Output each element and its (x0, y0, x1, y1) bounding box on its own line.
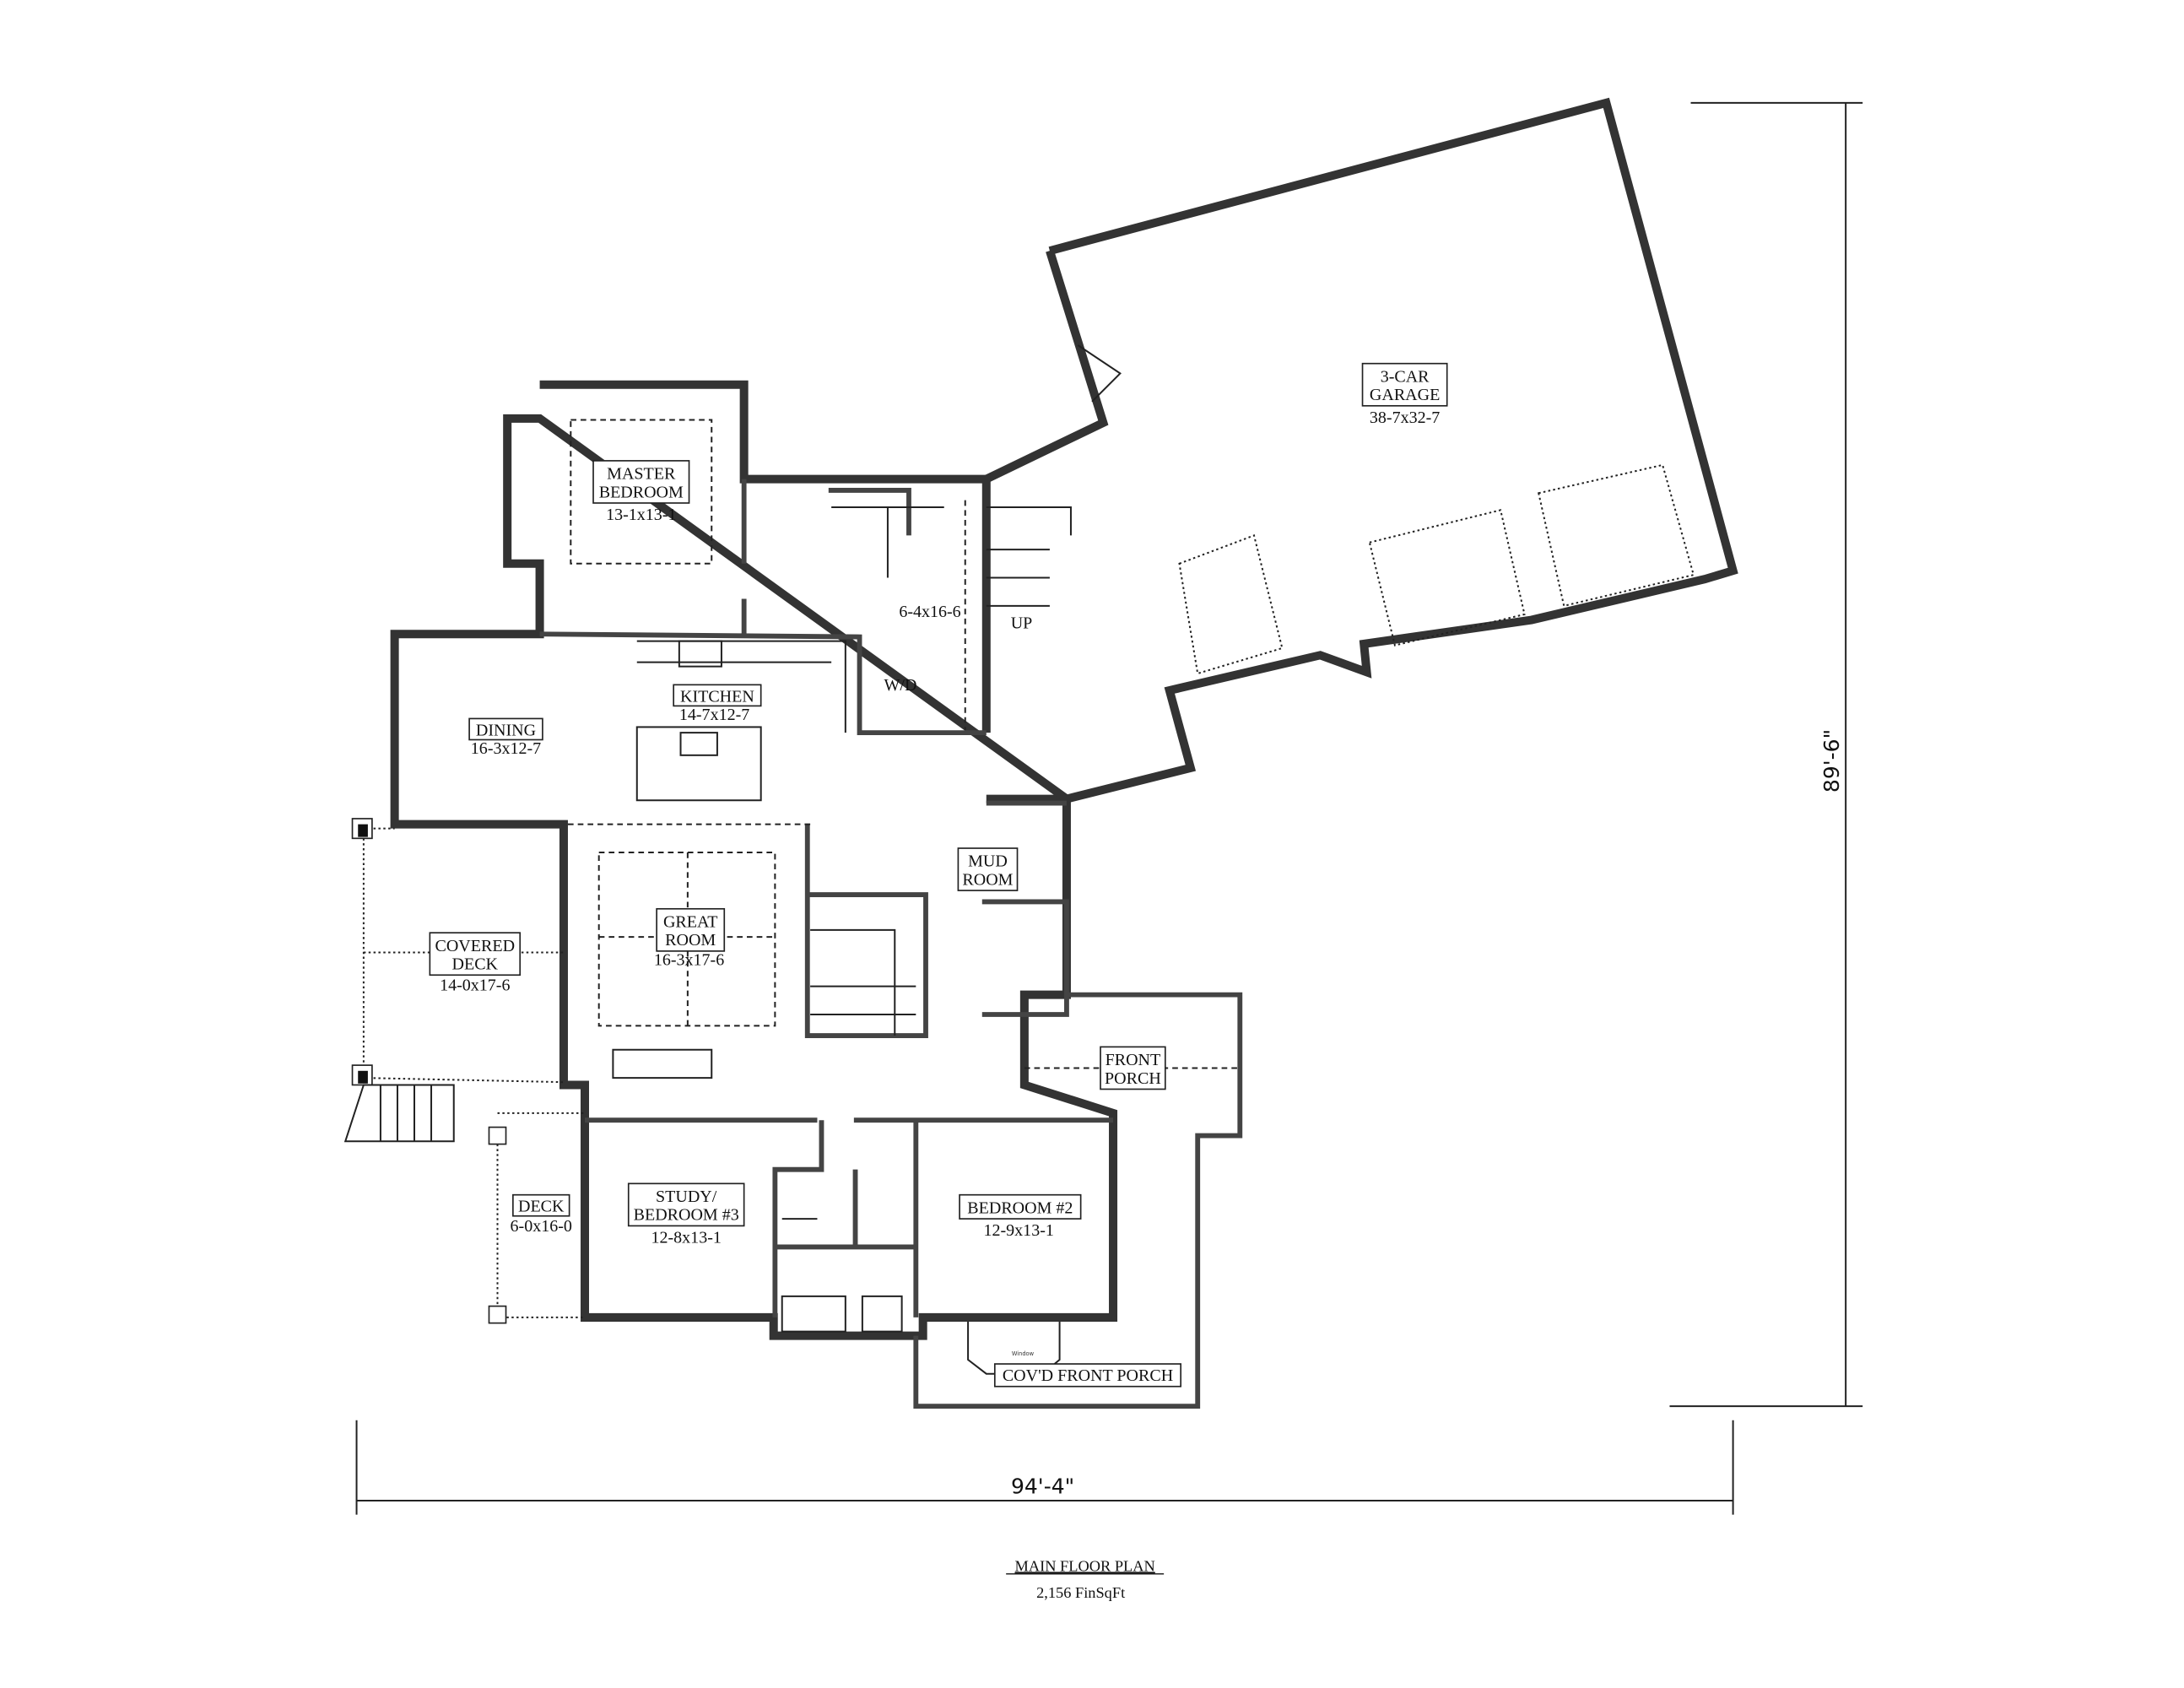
room-label-bedroom2: BEDROOM #2 12-9x13-1 (959, 1193, 1082, 1240)
svg-text:MASTER: MASTER (607, 465, 676, 484)
stair-up-label: UP (1011, 614, 1033, 633)
svg-text:16-3x12-7: 16-3x12-7 (471, 739, 541, 758)
depth-dimension: 89'-6" (1669, 101, 1863, 1408)
svg-text:12-8x13-1: 12-8x13-1 (651, 1228, 722, 1247)
room-label-master-bedroom: MASTER BEDROOM 13-1x13-1 (592, 460, 690, 524)
room-label-closet: 6-4x16-6 (899, 603, 960, 621)
garage-outline (984, 97, 1738, 803)
room-label-covd-front-porch: COV'D FRONT PORCH Window (993, 1350, 1182, 1388)
svg-text:38-7x32-7: 38-7x32-7 (1370, 408, 1440, 427)
room-label-covered-deck: COVERED DECK 14-0x17-6 (429, 932, 522, 995)
svg-text:14-0x17-6: 14-0x17-6 (440, 977, 510, 995)
room-label-front-porch: FRONT PORCH (1100, 1046, 1166, 1090)
svg-text:MUD: MUD (968, 852, 1008, 871)
room-label-dining: DINING 16-3x12-7 (468, 717, 543, 758)
svg-text:12-9x13-1: 12-9x13-1 (983, 1221, 1053, 1240)
svg-text:STUDY/: STUDY/ (656, 1188, 717, 1206)
room-label-garage: 3-CAR GARAGE 38-7x32-7 (1361, 362, 1448, 427)
house-outline (390, 380, 1118, 1375)
svg-text:94'-4": 94'-4" (1011, 1474, 1074, 1499)
plan-area: 2,156 FinSqFt (1036, 1584, 1125, 1601)
svg-text:DINING: DINING (476, 721, 536, 739)
svg-text:PORCH: PORCH (1105, 1069, 1161, 1088)
svg-text:GARAGE: GARAGE (1370, 386, 1440, 404)
svg-text:BEDROOM: BEDROOM (599, 483, 684, 501)
svg-text:BEDROOM #3: BEDROOM #3 (634, 1206, 739, 1225)
room-label-great-room: GREAT ROOM 16-3x17-6 (654, 907, 726, 970)
svg-text:GREAT: GREAT (663, 912, 718, 931)
svg-text:Window: Window (1012, 1350, 1035, 1357)
svg-text:3-CAR: 3-CAR (1381, 367, 1430, 386)
svg-text:14-7x12-7: 14-7x12-7 (679, 706, 749, 724)
svg-text:ROOM: ROOM (665, 931, 716, 950)
room-label-mud-room: MUD ROOM (957, 847, 1019, 891)
decks-outline (343, 818, 1243, 1409)
svg-text:DECK: DECK (452, 955, 499, 974)
svg-text:13-1x13-1: 13-1x13-1 (606, 506, 676, 524)
room-label-kitchen: KITCHEN 14-7x12-7 (673, 684, 762, 724)
svg-text:BEDROOM #2: BEDROOM #2 (967, 1198, 1073, 1217)
room-label-deck: DECK 6-0x16-0 (511, 1193, 572, 1236)
width-dimension: 94'-4" (355, 1420, 1734, 1515)
svg-text:DECK: DECK (518, 1198, 565, 1216)
svg-text:ROOM: ROOM (962, 870, 1013, 889)
svg-text:89'-6": 89'-6" (1819, 729, 1844, 793)
svg-text:KITCHEN: KITCHEN (680, 687, 754, 706)
svg-text:COV'D FRONT PORCH: COV'D FRONT PORCH (1003, 1366, 1173, 1385)
svg-text:16-3x17-6: 16-3x17-6 (654, 951, 724, 970)
washer-dryer-label: W/D (884, 676, 916, 695)
svg-text:6-0x16-0: 6-0x16-0 (511, 1217, 572, 1236)
svg-text:COVERED: COVERED (435, 937, 516, 955)
room-label-study-bedroom3: STUDY/ BEDROOM #3 12-8x13-1 (627, 1182, 745, 1247)
svg-text:FRONT: FRONT (1106, 1051, 1161, 1069)
plan-title: MAIN FLOOR PLAN (1015, 1557, 1155, 1574)
